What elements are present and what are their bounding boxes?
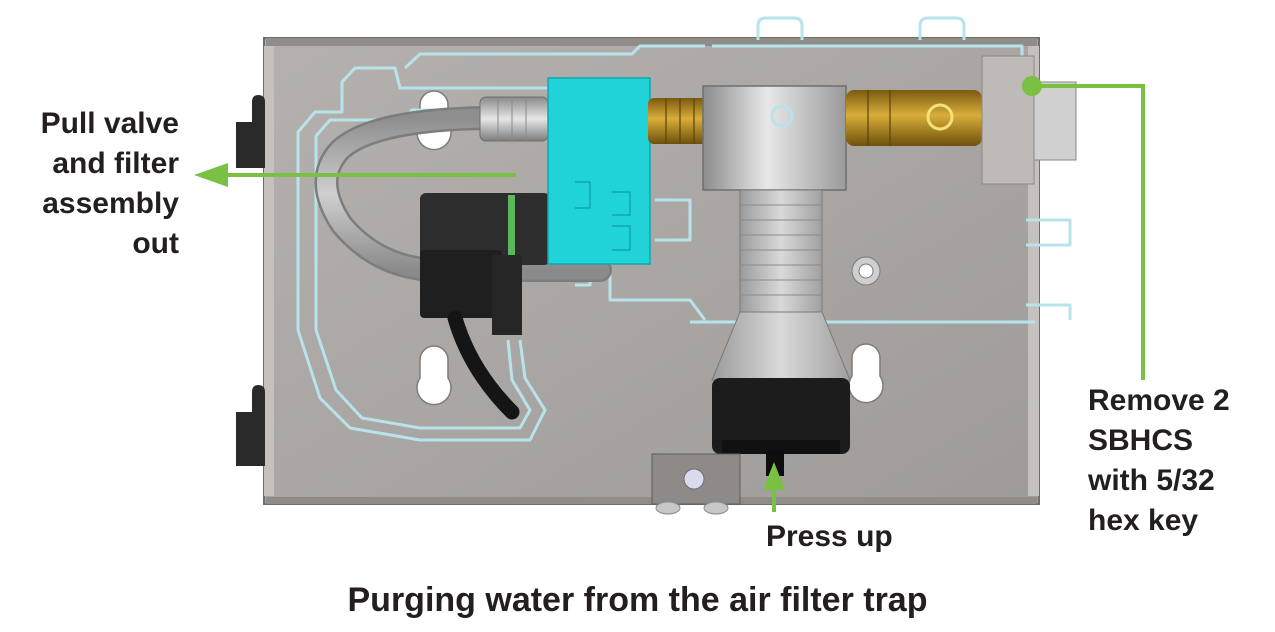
- callout-line: assembly: [42, 187, 179, 220]
- pull-valve-callout: Pull valve and filter assembly out: [41, 104, 179, 264]
- push-fitting: [479, 96, 549, 142]
- callout-line: out: [132, 227, 179, 260]
- drain-cap: [712, 378, 850, 476]
- callout-line: with 5/32: [1088, 464, 1215, 497]
- keyhole-slots: [416, 90, 884, 406]
- remove-screws-callout: Remove 2 SBHCS with 5/32 hex key: [1088, 381, 1230, 541]
- brass-outlet-fitting: [846, 90, 982, 146]
- callout-arrows: [194, 76, 1145, 512]
- callout-line: hex key: [1088, 504, 1199, 537]
- panel-bushing: [851, 256, 881, 286]
- callout-line: SBHCS: [1088, 424, 1194, 457]
- mounting-block: [981, 55, 1077, 185]
- bottom-bracket: [651, 453, 741, 515]
- gray-tube: [314, 106, 612, 282]
- valve-manifold: [547, 77, 651, 265]
- callout-line: Pull valve: [40, 107, 179, 140]
- figure-caption: Purging water from the air filter trap: [347, 581, 928, 619]
- brass-inlet-fitting: [648, 98, 710, 144]
- filter-bowl: [711, 189, 851, 381]
- left-mounting-brackets: [236, 95, 265, 466]
- solenoid-coil: [420, 193, 550, 420]
- filter-head: [702, 85, 847, 191]
- callout-line: Remove 2: [1088, 384, 1230, 417]
- top-mounting-clips: [756, 16, 966, 40]
- callout-line: and filter: [52, 147, 179, 180]
- press-up-callout: Press up: [766, 520, 893, 553]
